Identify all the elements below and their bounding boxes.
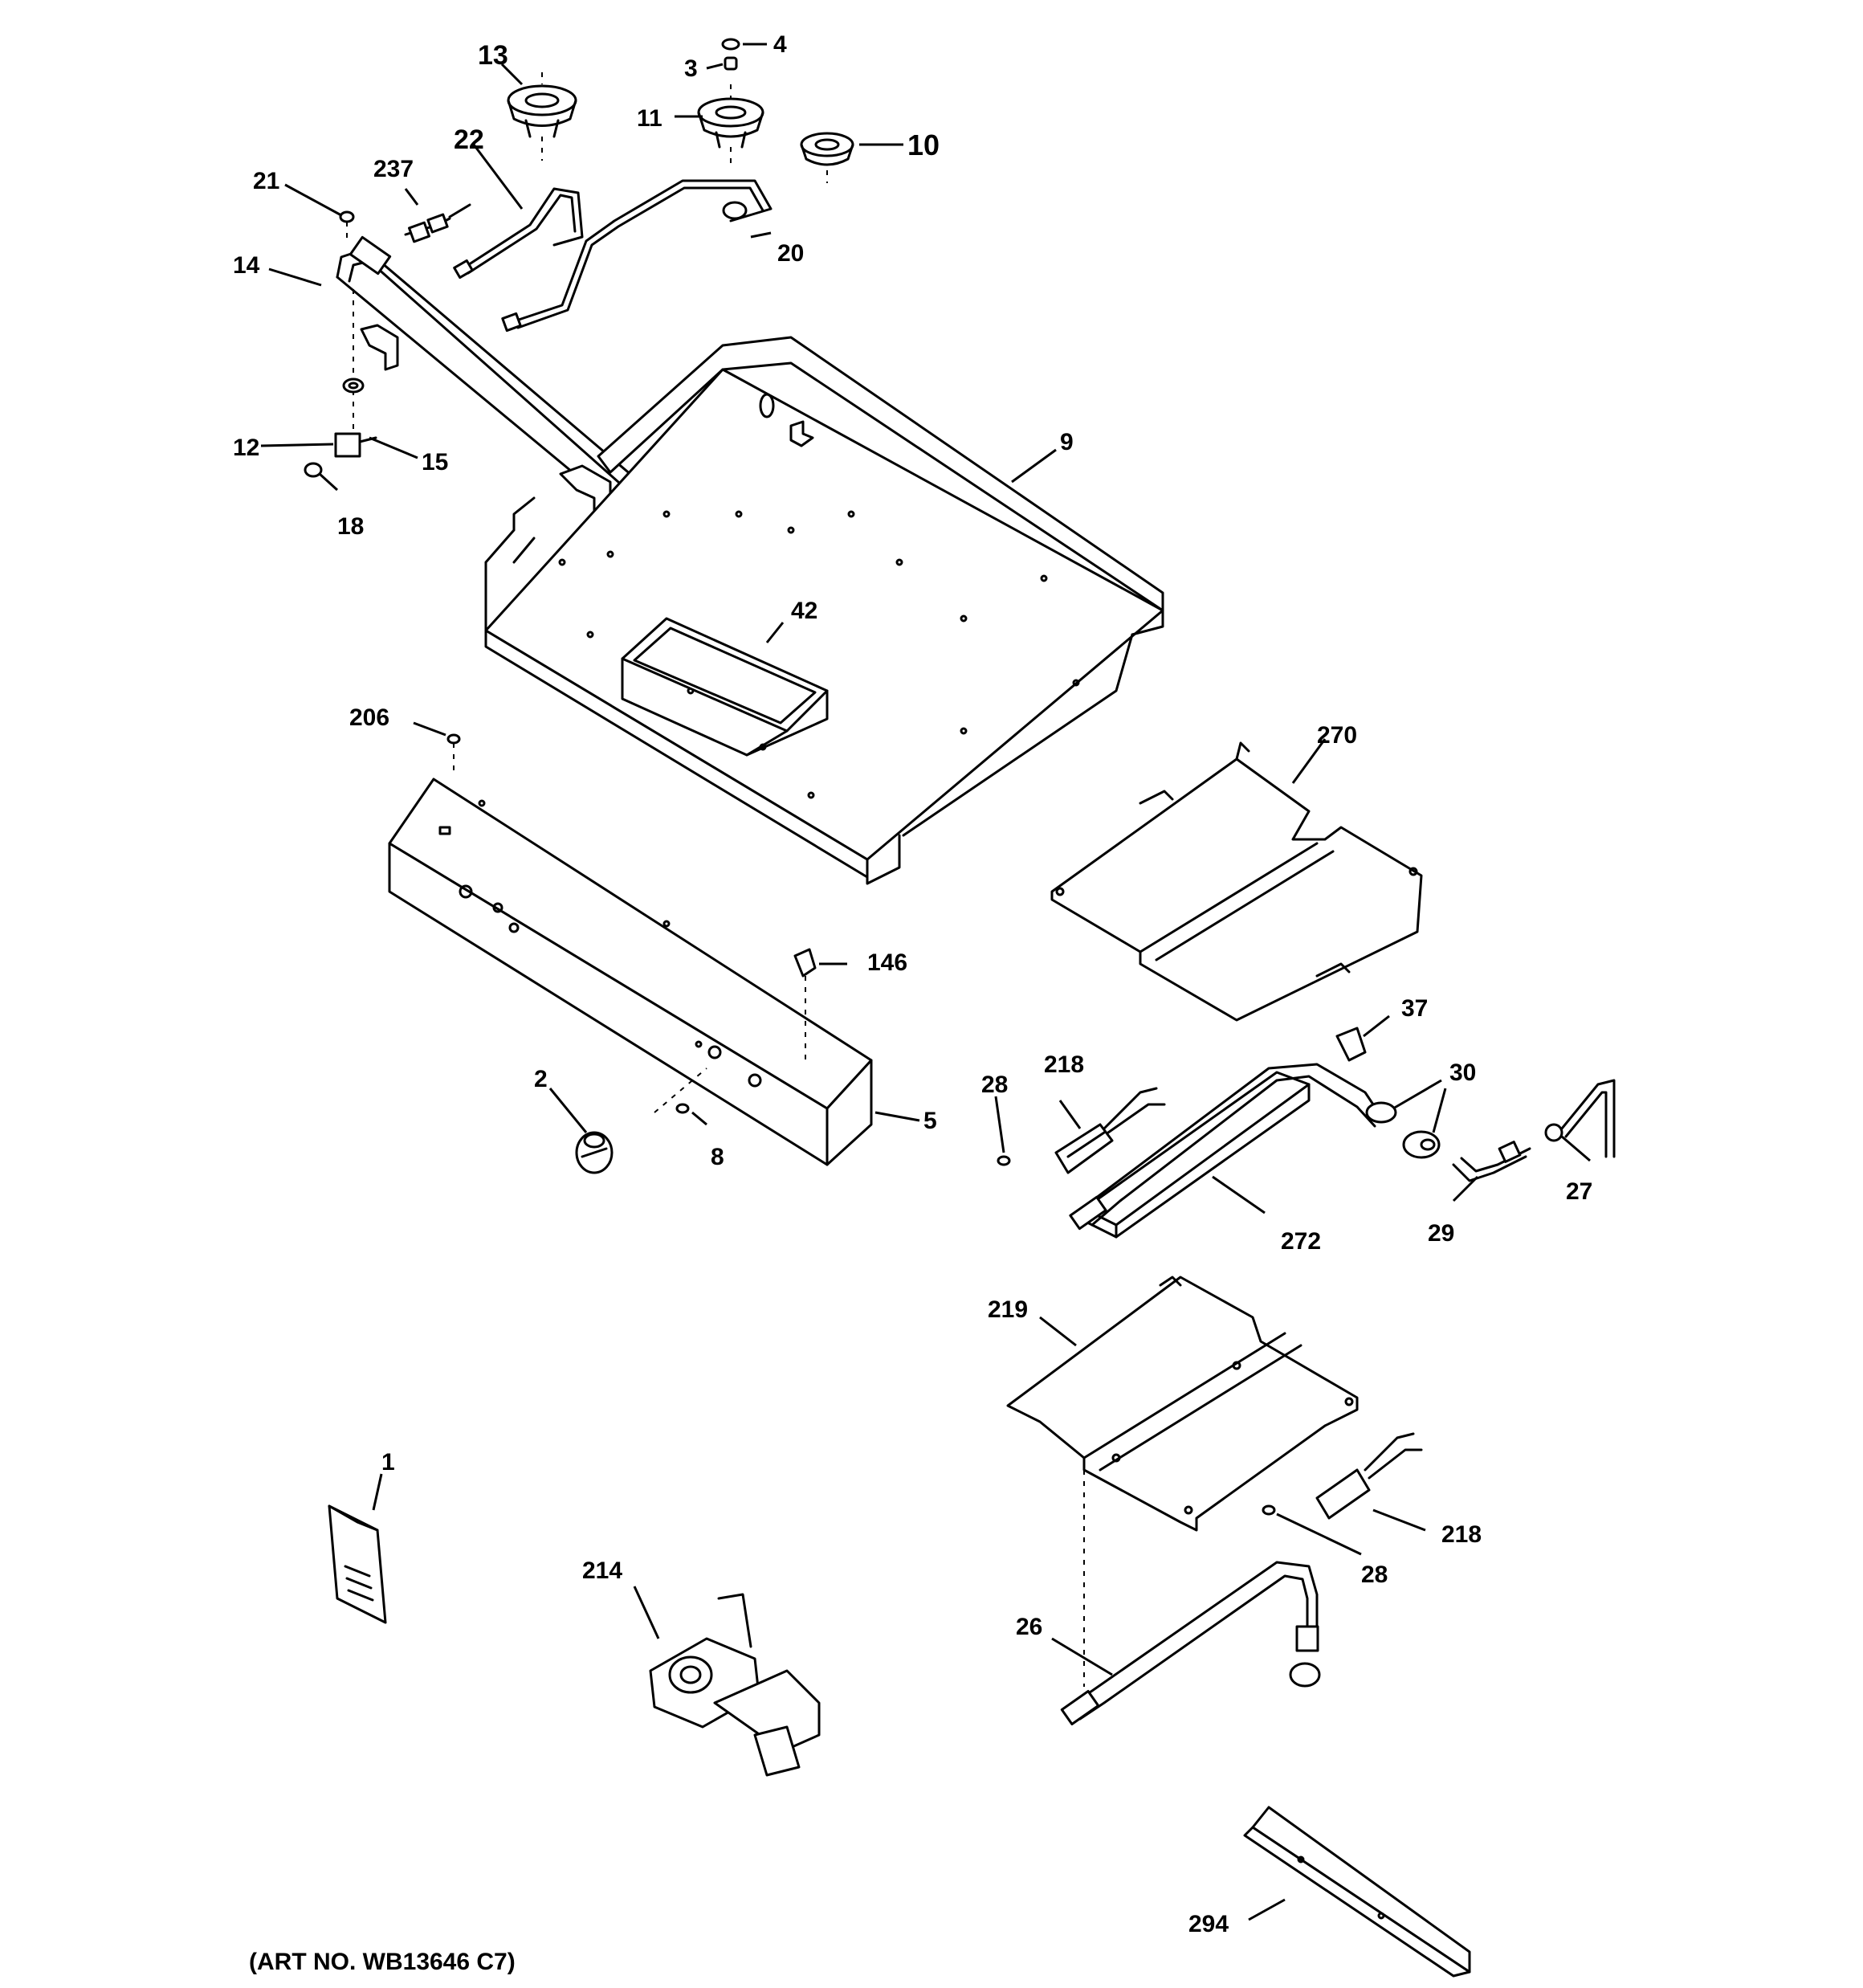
callout-294: 294 <box>1188 1911 1229 1937</box>
gas-regulator-214 <box>649 1593 821 1777</box>
burner-tube-20 <box>501 179 773 333</box>
clip-146 <box>793 948 817 1060</box>
igniter-218b <box>1315 1432 1423 1520</box>
callout-20: 20 <box>777 240 804 267</box>
callout-2: 2 <box>534 1066 548 1092</box>
burner-tube-22 <box>453 187 584 280</box>
callout-8: 8 <box>711 1144 724 1170</box>
oven-burner-tube-a <box>1069 1063 1383 1231</box>
screw-28a <box>997 1155 1011 1166</box>
callout-13: 13 <box>478 40 508 71</box>
callout-9: 9 <box>1060 429 1074 455</box>
callout-28a: 28 <box>981 1072 1008 1098</box>
callout-146: 146 <box>867 949 907 976</box>
bracket-37 <box>1335 1027 1367 1062</box>
callout-28b: 28 <box>1361 1561 1388 1588</box>
screw-8 <box>654 1067 707 1114</box>
oven-burner-272 <box>1082 1071 1311 1239</box>
fitting-237 <box>404 203 471 243</box>
manifold-panel-5 <box>388 778 873 1166</box>
knob-2 <box>575 1131 614 1174</box>
callout-270: 270 <box>1317 722 1357 749</box>
owner-literature-1 <box>328 1504 387 1624</box>
art-number-caption: (ART NO. WB13646 C7) <box>249 1949 516 1975</box>
screw-21 <box>339 210 355 238</box>
bracket-294 <box>1243 1806 1471 1978</box>
callout-21: 21 <box>253 168 279 194</box>
valve-bracket-12 <box>334 289 377 458</box>
callout-37: 37 <box>1401 995 1428 1022</box>
burner-head-10 <box>800 132 854 183</box>
callout-206: 206 <box>349 704 389 731</box>
burner-head-11 <box>697 84 764 165</box>
callout-214: 214 <box>582 1557 622 1584</box>
callout-29: 29 <box>1428 1220 1454 1247</box>
screw-206 <box>446 733 461 775</box>
nut-4 <box>721 38 740 51</box>
callout-12: 12 <box>233 435 259 461</box>
fitting-27 <box>1544 1079 1616 1158</box>
callout-14: 14 <box>233 252 260 279</box>
callout-218b: 218 <box>1441 1521 1482 1548</box>
screw-28b <box>1262 1504 1276 1516</box>
callout-22: 22 <box>454 125 484 155</box>
igniter-218a <box>1054 1087 1166 1174</box>
callout-237: 237 <box>373 156 414 182</box>
callout-30: 30 <box>1449 1059 1476 1086</box>
manifold-14 <box>336 235 660 532</box>
broil-burner-26 <box>1060 1470 1321 1725</box>
callout-10: 10 <box>907 129 940 161</box>
callout-42: 42 <box>791 598 817 624</box>
callout-26: 26 <box>1016 1614 1042 1640</box>
washer-15 <box>342 378 365 394</box>
nut-18 <box>304 462 323 478</box>
burner-head-13 <box>507 72 577 161</box>
callout-5: 5 <box>923 1108 937 1134</box>
cooktop-tray-9 <box>484 336 1164 885</box>
orifice-holder-30 <box>1365 1101 1441 1159</box>
callout-218a: 218 <box>1044 1051 1084 1078</box>
leader-lines <box>260 43 1591 1921</box>
callout-18: 18 <box>337 513 364 540</box>
broiler-shield-219 <box>1006 1276 1359 1532</box>
baffle-270 <box>1050 741 1423 1022</box>
callout-1: 1 <box>381 1449 395 1476</box>
callout-labels: 13 3 4 11 10 22 237 21 20 14 12 15 18 9 … <box>233 31 1592 1937</box>
elbow-29 <box>1452 1141 1531 1182</box>
callout-27: 27 <box>1566 1178 1592 1205</box>
callout-272: 272 <box>1281 1228 1321 1255</box>
callout-4: 4 <box>773 31 787 58</box>
callout-3: 3 <box>684 55 698 82</box>
callout-219: 219 <box>988 1296 1028 1323</box>
spacer-3 <box>724 56 738 71</box>
callout-15: 15 <box>422 449 448 476</box>
callout-11: 11 <box>637 105 662 132</box>
